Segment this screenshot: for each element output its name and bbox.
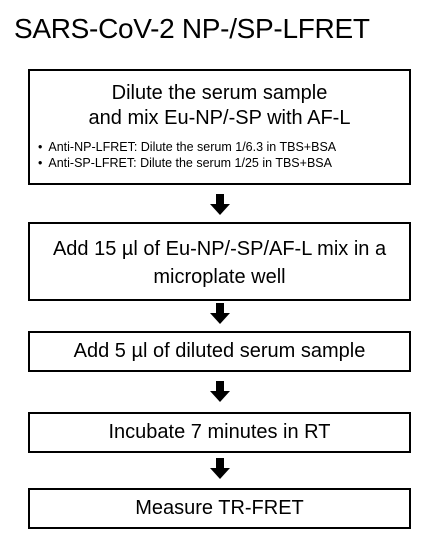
step-line: Dilute the serum sample [111, 82, 328, 104]
step-text: Add 15 µl of Eu-NP/-SP/AF-L mix in a mic… [30, 235, 409, 291]
step-box-measure: Measure TR-FRET [28, 488, 411, 529]
down-arrow-icon [210, 303, 230, 324]
step-box-incubate: Incubate 7 minutes in RT [28, 412, 411, 453]
step-box-add-mix: Add 15 µl of Eu-NP/-SP/AF-L mix in a mic… [28, 222, 411, 301]
step-line: Add 15 µl of Eu-NP/-SP/AF-L mix in a [52, 238, 387, 260]
note-anti-np: Anti-NP-LFRET: Dilute the serum 1/6.3 in… [38, 139, 409, 155]
step-text: Incubate 7 minutes in RT [108, 421, 331, 443]
step-text: Dilute the serum sample and mix Eu-NP/-S… [30, 81, 409, 131]
note-anti-sp: Anti-SP-LFRET: Dilute the serum 1/25 in … [38, 155, 409, 171]
down-arrow-icon [210, 194, 230, 215]
step-line: microplate well [153, 266, 286, 288]
step-text: Add 5 µl of diluted serum sample [73, 340, 366, 362]
diagram-title: SARS-CoV-2 NP-/SP-LFRET [14, 13, 370, 44]
down-arrow-icon [210, 458, 230, 479]
dilution-notes: Anti-NP-LFRET: Dilute the serum 1/6.3 in… [30, 139, 409, 171]
step-line: and mix Eu-NP/-SP with AF-L [88, 107, 351, 129]
step-box-dilute-and-mix: Dilute the serum sample and mix Eu-NP/-S… [28, 69, 411, 185]
down-arrow-icon [210, 381, 230, 402]
step-box-add-serum: Add 5 µl of diluted serum sample [28, 331, 411, 372]
step-text: Measure TR-FRET [135, 497, 304, 519]
